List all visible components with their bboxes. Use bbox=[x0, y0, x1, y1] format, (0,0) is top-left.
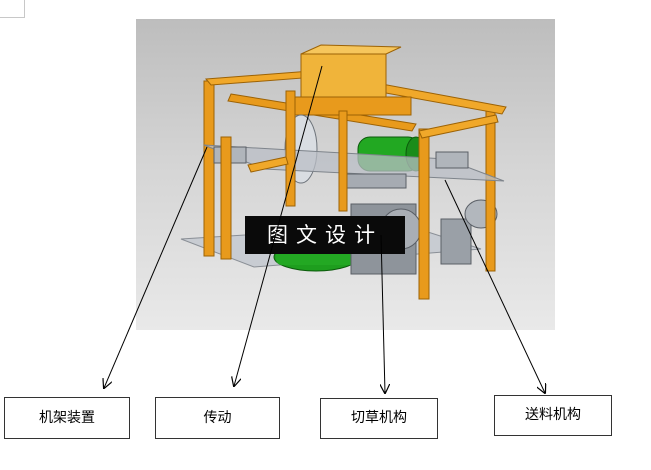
label-transmission: 传动 bbox=[155, 397, 280, 439]
frame-post-front-right bbox=[418, 128, 430, 300]
label-transmission-text: 传动 bbox=[203, 410, 232, 426]
machine-drawing bbox=[180, 44, 507, 300]
frame-post-front-left bbox=[220, 136, 232, 260]
label-frame: 机架装置 bbox=[4, 397, 130, 439]
page-corner-marker bbox=[0, 0, 25, 18]
label-feeder-text: 送料机构 bbox=[525, 407, 581, 423]
frame-post-inner bbox=[338, 110, 348, 212]
label-cutter-text: 切草机构 bbox=[351, 410, 407, 426]
label-feeder: 送料机构 bbox=[494, 395, 612, 436]
frame-post-back-left bbox=[203, 80, 215, 257]
watermark-label: 图文设计 bbox=[245, 216, 405, 254]
frame-post-back-right bbox=[485, 110, 496, 272]
label-cutter: 切草机构 bbox=[320, 398, 438, 439]
clamp-right bbox=[435, 151, 469, 169]
frame-post-center bbox=[285, 90, 296, 207]
gearbox-mount bbox=[285, 96, 412, 116]
label-frame-text: 机架装置 bbox=[39, 410, 95, 426]
cutter-carriage bbox=[345, 173, 407, 189]
gearbox-top bbox=[300, 44, 402, 55]
machine-render bbox=[136, 19, 555, 330]
feeder-gear bbox=[440, 218, 472, 265]
top-beam-left bbox=[204, 70, 318, 86]
side-beam-right bbox=[418, 114, 499, 139]
